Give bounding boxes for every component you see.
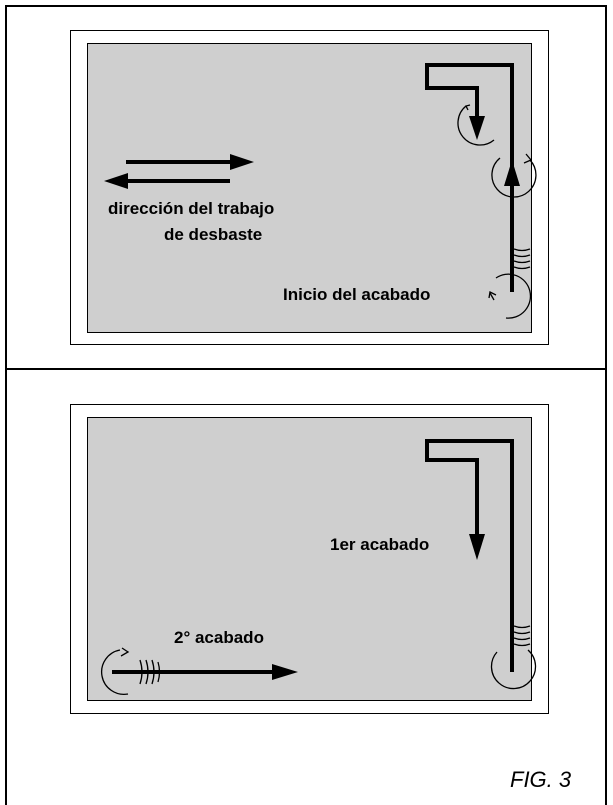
bottom-tool-path bbox=[425, 439, 514, 672]
start-rotation-icon bbox=[488, 248, 532, 319]
first-finish-arrow-icon bbox=[469, 534, 485, 560]
direction-label-line2: de desbaste bbox=[164, 225, 263, 244]
second-finish-path bbox=[112, 664, 298, 680]
first-finish-label: 1er acabado bbox=[330, 535, 430, 554]
start-label: Inicio del acabado bbox=[283, 285, 431, 304]
outer-frame bbox=[5, 5, 607, 805]
rotation-circle-icon bbox=[457, 104, 495, 146]
figure-label: FIG. 3 bbox=[510, 767, 572, 792]
top-panel bbox=[70, 30, 549, 345]
top-tool-path bbox=[425, 63, 514, 292]
top-up-arrow-icon bbox=[504, 160, 520, 186]
direction-label-line1: dirección del trabajo bbox=[108, 199, 275, 218]
section-divider bbox=[5, 368, 607, 370]
bottom-panel bbox=[70, 404, 549, 714]
rotation-circle-icon bbox=[491, 153, 537, 198]
bottom-workpiece bbox=[87, 417, 532, 701]
direction-arrows-icon bbox=[104, 154, 254, 189]
bottom-right-rotation-icon bbox=[490, 625, 537, 690]
top-down-arrow-icon bbox=[469, 116, 485, 140]
second-finish-label: 2° acabado bbox=[174, 628, 264, 647]
top-workpiece bbox=[87, 43, 532, 333]
bottom-left-rotation-icon bbox=[100, 647, 161, 696]
